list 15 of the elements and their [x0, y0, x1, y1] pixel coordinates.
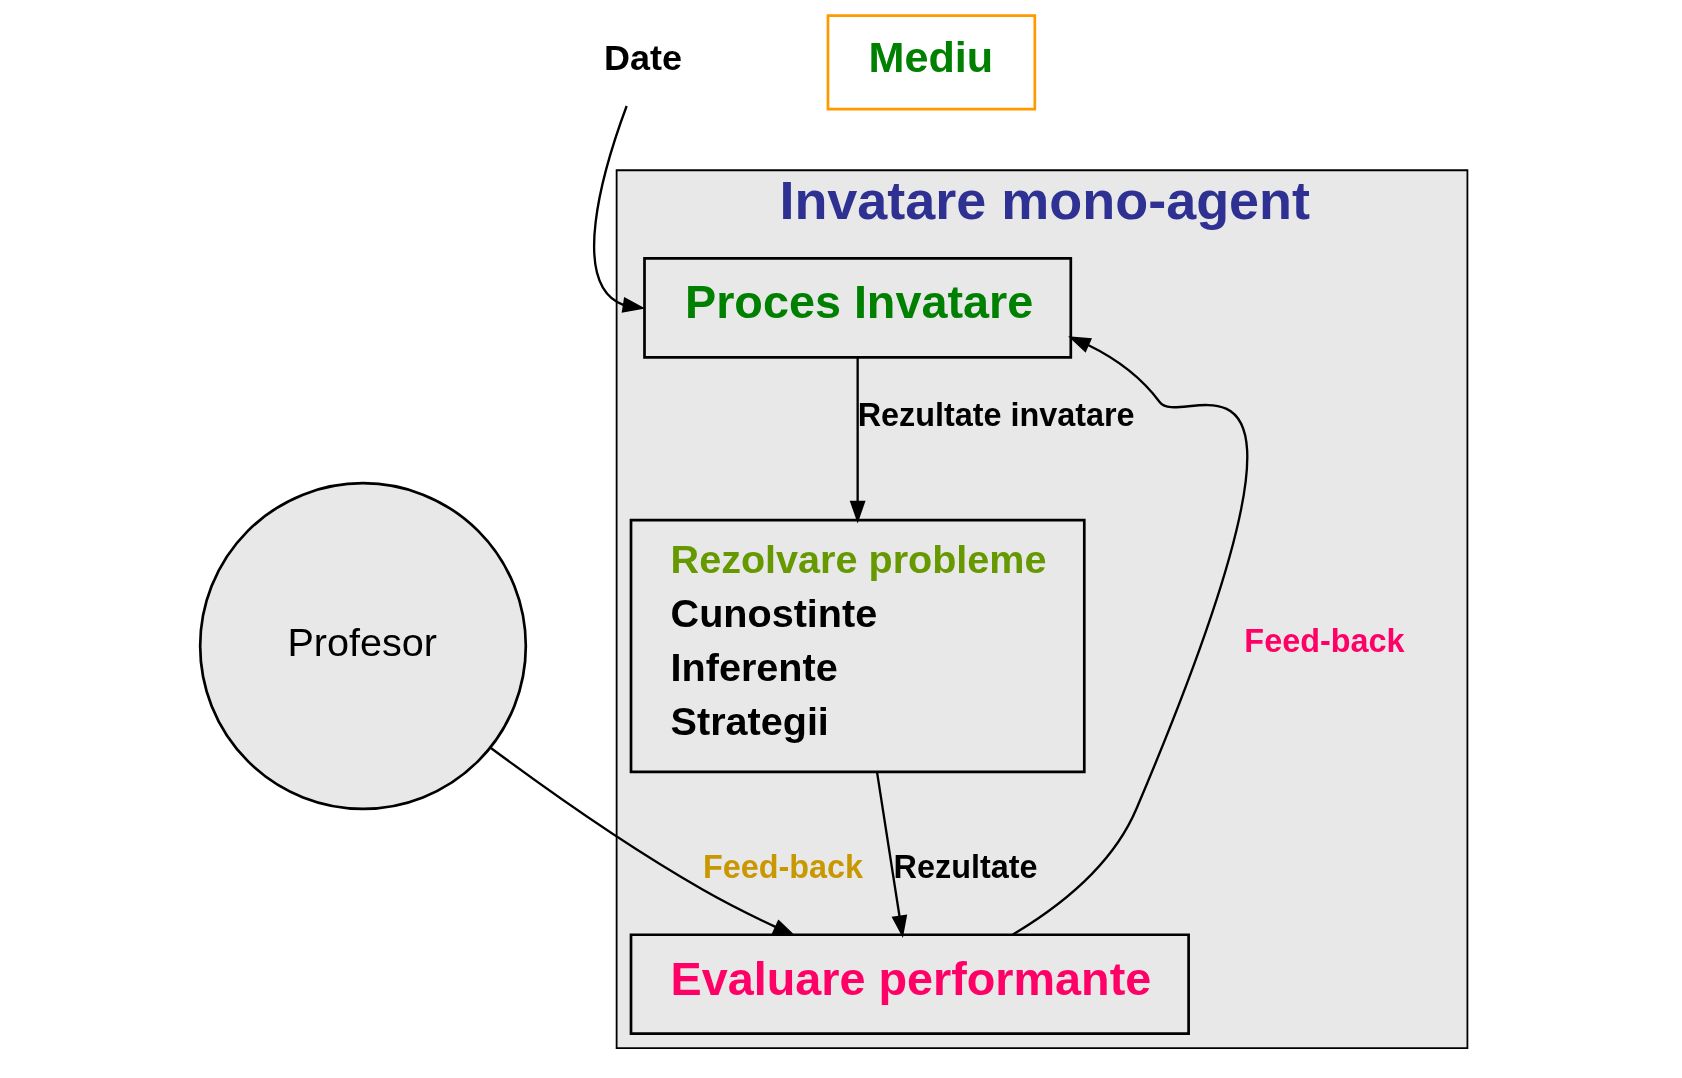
node-box: Rezolvare probleme Cunostinte Inferente Strategii: [629, 518, 1086, 774]
arrow: [489, 746, 796, 937]
node-text: Date: [604, 36, 682, 78]
arrow: [849, 357, 866, 524]
node-box: Mediu: [826, 14, 1037, 111]
node-box: Evaluare performante: [629, 933, 1190, 1035]
edge-label: Rezultate: [893, 848, 1038, 885]
arrow: [1012, 336, 1248, 936]
arrow: [593, 105, 646, 313]
edge-label: Feed-back: [1244, 623, 1405, 660]
edge-label: Rezultate invatare: [857, 397, 1135, 434]
node-box: Proces Invatare: [643, 257, 1073, 359]
arrow: [875, 772, 908, 939]
edge-label: Feed-back: [702, 848, 864, 885]
node-circle: Profesor: [198, 481, 528, 811]
